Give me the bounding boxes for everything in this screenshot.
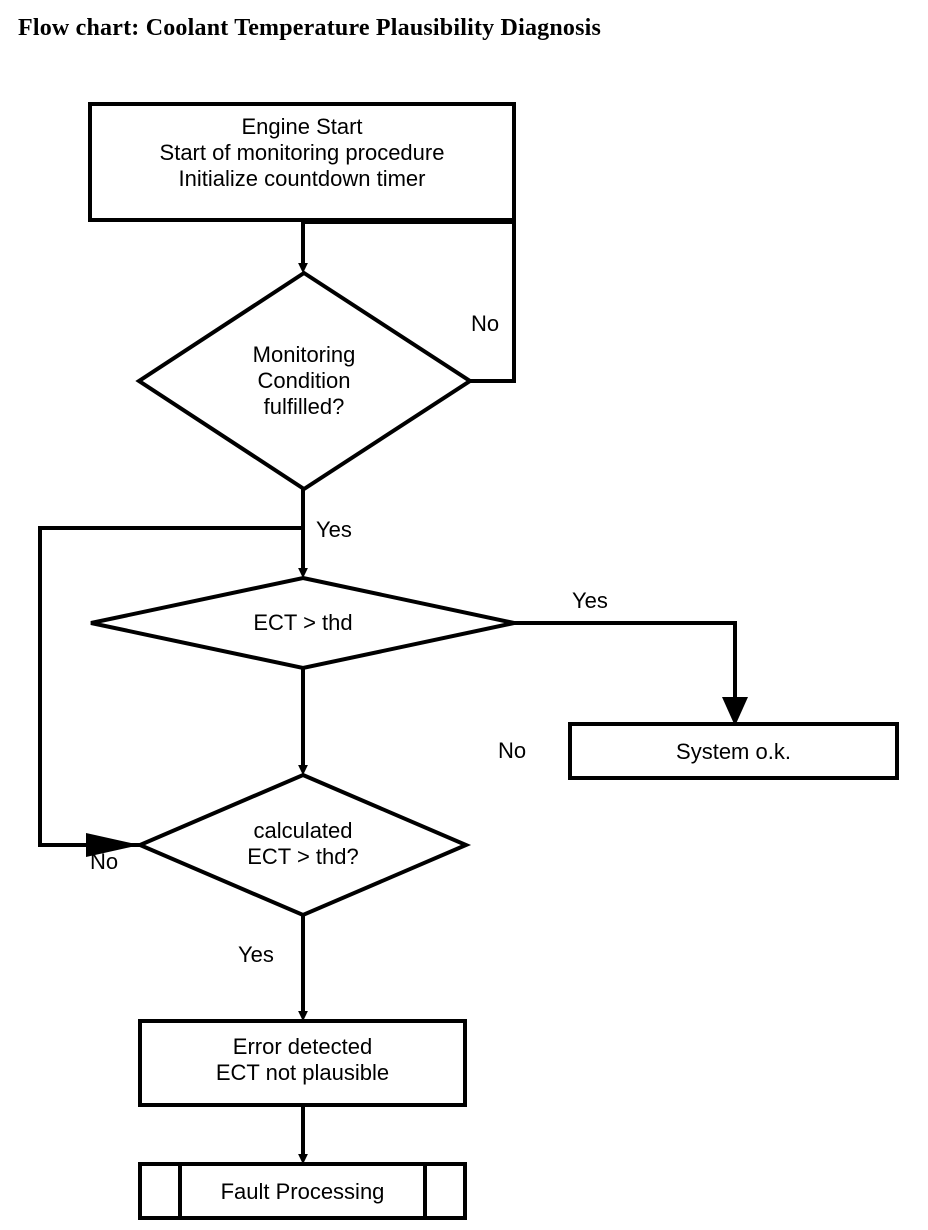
- edge-label-ect-no: No: [498, 738, 527, 763]
- edge-label-calculated-yes: Yes: [238, 942, 274, 967]
- edge-label-monitoring-yes: Yes: [316, 517, 352, 542]
- edge-ect-yes-arrowhead: [722, 697, 748, 726]
- node-start-shape: [88, 102, 516, 222]
- edge-label-calculated-no: No: [90, 849, 119, 874]
- node-ect-gt-thd-shape: [90, 575, 515, 671]
- edge-monitoring-no-loop: [305, 220, 516, 383]
- node-fault-processing-shape: [138, 1162, 467, 1220]
- node-system-ok-shape: [568, 722, 899, 780]
- edge-label-ect-yes: Yes: [572, 588, 608, 613]
- node-calculated-ect-gt-thd-shape: [134, 772, 472, 918]
- edge-calculated-no-arrowhead: [86, 833, 140, 857]
- page-title: Flow chart: Coolant Temperature Plausibi…: [18, 15, 602, 41]
- edge-calculated-no-loop: [38, 526, 303, 847]
- node-error-detected-shape: [138, 1019, 467, 1107]
- edge-label-monitoring-no: No: [471, 311, 500, 336]
- node-monitoring-condition-shape: [135, 270, 474, 492]
- edge-ect-yes-to-system-ok: [514, 621, 737, 718]
